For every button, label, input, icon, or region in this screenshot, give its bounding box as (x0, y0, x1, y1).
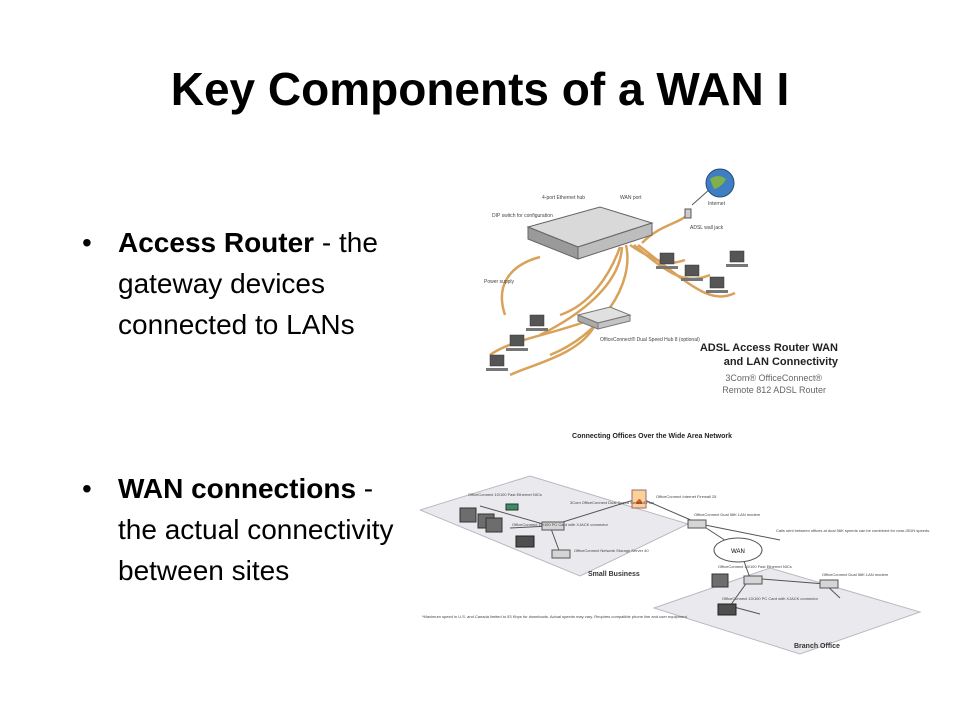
label-ethernet-hub: 4-port Ethernet hub (542, 195, 585, 201)
label-branch-office: Branch Office (794, 643, 840, 650)
wan-offices-diagram: Connecting Offices Over the Wide Area Ne… (420, 433, 930, 655)
optional-hub (576, 306, 632, 330)
label-footnote: *Maximum speed in U.S. and Canada limite… (422, 614, 688, 619)
bullet-access-router: • Access Router - the gateway devices co… (82, 222, 402, 345)
branch-office-floor (652, 567, 922, 655)
devices (459, 489, 839, 616)
caption-line-3: 3Com® OfficeConnect® (725, 373, 822, 383)
wan-cloud-icon (713, 537, 763, 563)
desks (486, 264, 748, 371)
label-wan-port: WAN port (620, 195, 642, 201)
label-nic-2: OfficeConnect 10/100 Fast Ethernet NICs (718, 564, 792, 569)
label-calls-note: Calls sent between offices at dual 56K s… (776, 528, 930, 533)
label-wall-jack: ADSL wall jack (690, 225, 724, 231)
access-router (526, 206, 654, 260)
adsl-router-diagram: DIP switch for configuration 4-port Ethe… (484, 168, 839, 395)
bullet-list: • Access Router - the gateway devices co… (82, 222, 402, 591)
bullet-wan-connections: • WAN connections - the actual connectiv… (82, 468, 402, 591)
wall-jack-icon (684, 208, 692, 219)
label-router: OfficeConnect Dual 56K LAN modem (694, 512, 761, 517)
label-storage: OfficeConnect Network Storage Server 40 (574, 548, 649, 553)
label-dip-switch: DIP switch for configuration (492, 213, 553, 219)
bullet-dot: • (82, 227, 92, 258)
bullet-sep: - (356, 473, 374, 504)
label-router-2: OfficeConnect Dual 56K LAN modem (822, 572, 889, 577)
label-pc-card: OfficeConnect 10/100 PC Card with XJACK … (512, 522, 609, 527)
caption-line-1: ADSL Access Router WAN (700, 342, 838, 354)
label-small-business: Small Business (588, 571, 640, 578)
slide-title: Key Components of a WAN I (170, 63, 790, 115)
firewall-icon (631, 489, 647, 509)
figure2-title: Connecting Offices Over the Wide Area Ne… (572, 433, 732, 440)
label-internet: Internet (708, 201, 726, 207)
wan-cloud-label: WAN (731, 549, 745, 555)
bullet-term: Access Router (118, 227, 315, 258)
bullet-text: the actual connectivity between sites (118, 514, 394, 586)
bullet-dot: • (82, 473, 92, 504)
label-power-supply: Power supply (484, 279, 515, 285)
label-pc-card-2: OfficeConnect 10/100 PC Card with XJACK … (722, 596, 819, 601)
label-firewall: OfficeConnect Internet Firewall 25 (656, 494, 717, 499)
bullet-term: WAN connections (118, 473, 357, 504)
workstations (489, 250, 745, 367)
label-hub: 3Com OfficeConnect Dual Speed Switch 8 P… (570, 500, 654, 505)
bullet-text: the gateway devices connected to LANs (118, 227, 378, 340)
label-nic-1: OfficeConnect 10/100 Fast Ethernet NICs (468, 492, 542, 497)
bullet-sep: - (314, 227, 339, 258)
caption-line-2: and LAN Connectivity (724, 356, 839, 368)
label-optional-hub: OfficeConnect® Dual Speed Hub 8 (optiona… (600, 336, 700, 343)
caption-line-4: Remote 812 ADSL Router (722, 385, 826, 395)
